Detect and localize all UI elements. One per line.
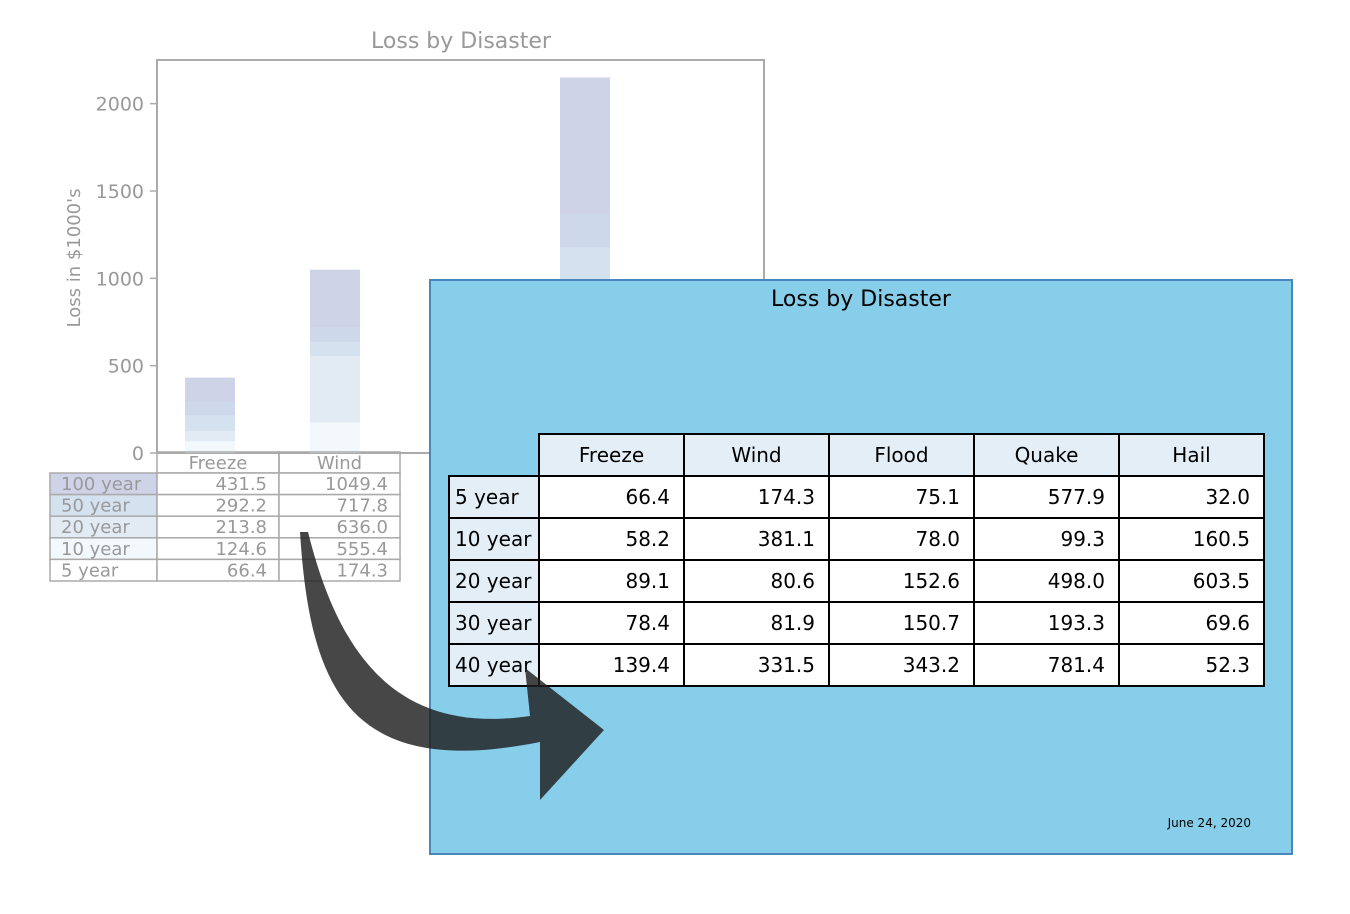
table-row: 5 year 66.4 174.3 75.1 577.9 32.0 bbox=[448, 475, 1265, 519]
bar-segment bbox=[185, 415, 235, 432]
y-tick-label: 1500 bbox=[96, 181, 144, 203]
table-cell: 174.3 bbox=[683, 475, 830, 519]
table-cell: 781.4 bbox=[973, 643, 1120, 687]
table-cell: 89.1 bbox=[538, 559, 685, 603]
table-cell: 577.9 bbox=[973, 475, 1120, 519]
bar-segment bbox=[310, 269, 360, 328]
table-cell: 498.0 bbox=[973, 559, 1120, 603]
table-cell: 66.4 bbox=[227, 560, 267, 581]
table-cell: 52.3 bbox=[1118, 643, 1265, 687]
row-label: 10 year bbox=[61, 539, 130, 560]
background-table: Freeze Wind 100 year 431.5 1049.4 50 year 292.… bbox=[49, 451, 401, 582]
table-cell: 555.4 bbox=[336, 539, 388, 560]
y-tick-label: 500 bbox=[108, 356, 144, 378]
bar-segment bbox=[310, 327, 360, 342]
row-header: 30 year bbox=[448, 601, 540, 645]
table-panel: Loss by Disaster Freeze Wind Flood Quake… bbox=[429, 279, 1293, 855]
table-cell: 150.7 bbox=[828, 601, 975, 645]
table-cell: 124.6 bbox=[215, 539, 267, 560]
table-cell: 75.1 bbox=[828, 475, 975, 519]
table-cell: 78.4 bbox=[538, 601, 685, 645]
table-cell: 292.2 bbox=[215, 496, 267, 517]
table-cell: 636.0 bbox=[336, 517, 388, 538]
column-header: Quake bbox=[973, 433, 1120, 477]
table-cell: 717.8 bbox=[336, 496, 388, 517]
column-header: Freeze bbox=[189, 453, 248, 474]
table-cell: 603.5 bbox=[1118, 559, 1265, 603]
table-row: 40 year 139.4 331.5 343.2 781.4 52.3 bbox=[448, 643, 1265, 687]
y-axis-ticks: 0 500 1000 1500 2000 bbox=[96, 94, 157, 465]
row-header: 20 year bbox=[448, 559, 540, 603]
table-cell: 78.0 bbox=[828, 517, 975, 561]
table-cell: 152.6 bbox=[828, 559, 975, 603]
column-header: Wind bbox=[317, 453, 362, 474]
table-cell: 32.0 bbox=[1118, 475, 1265, 519]
table-title: Loss by Disaster bbox=[771, 287, 951, 312]
column-header: Wind bbox=[683, 433, 830, 477]
y-axis-label: Loss in $1000's bbox=[64, 189, 85, 328]
row-label: 20 year bbox=[61, 517, 130, 538]
bar-segment bbox=[560, 213, 610, 248]
bar-segment bbox=[560, 77, 610, 214]
column-header: Freeze bbox=[538, 433, 685, 477]
date-label: June 24, 2020 bbox=[1167, 816, 1251, 830]
table-cell: 58.2 bbox=[538, 517, 685, 561]
bar-segment bbox=[310, 355, 360, 423]
row-header: 5 year bbox=[448, 475, 540, 519]
y-tick-label: 2000 bbox=[96, 94, 144, 116]
column-header: Hail bbox=[1118, 433, 1265, 477]
table-cell: 99.3 bbox=[973, 517, 1120, 561]
corner-cell bbox=[449, 434, 539, 476]
table-cell: 381.1 bbox=[683, 517, 830, 561]
row-label: 5 year bbox=[61, 560, 119, 581]
table-cell: 69.6 bbox=[1118, 601, 1265, 645]
row-label: 100 year bbox=[61, 474, 142, 495]
bar-segment bbox=[185, 431, 235, 442]
table-cell: 213.8 bbox=[215, 517, 267, 538]
table-cell: 139.4 bbox=[538, 643, 685, 687]
table-cell: 1049.4 bbox=[325, 474, 388, 495]
bar-segment bbox=[185, 441, 235, 453]
table-cell: 331.5 bbox=[683, 643, 830, 687]
table-cell: 81.9 bbox=[683, 601, 830, 645]
row-header: 40 year bbox=[448, 643, 540, 687]
row-header: 10 year bbox=[448, 517, 540, 561]
table-cell: 193.3 bbox=[973, 601, 1120, 645]
bar-segment bbox=[310, 341, 360, 356]
y-tick-label: 1000 bbox=[96, 268, 144, 290]
table-cell: 160.5 bbox=[1118, 517, 1265, 561]
data-table: Freeze Wind Flood Quake Hail 5 year 66.4… bbox=[448, 433, 1265, 687]
bar-segment bbox=[185, 401, 235, 416]
table-cell: 431.5 bbox=[215, 474, 267, 495]
table-cell: 174.3 bbox=[336, 560, 388, 581]
table-row: 30 year 78.4 81.9 150.7 193.3 69.6 bbox=[448, 601, 1265, 645]
table-cell: 343.2 bbox=[828, 643, 975, 687]
table-row: 10 year 58.2 381.1 78.0 99.3 160.5 bbox=[448, 517, 1265, 561]
table-cell: 66.4 bbox=[538, 475, 685, 519]
bar-segment bbox=[185, 377, 235, 402]
y-tick-label: 0 bbox=[132, 443, 144, 465]
header-row: Freeze Wind Flood Quake Hail bbox=[449, 433, 1265, 477]
table-row: 20 year 89.1 80.6 152.6 498.0 603.5 bbox=[448, 559, 1265, 603]
table-cell: 80.6 bbox=[683, 559, 830, 603]
background-chart-title: Loss by Disaster bbox=[371, 29, 552, 54]
column-header: Flood bbox=[828, 433, 975, 477]
row-label: 50 year bbox=[61, 496, 130, 517]
bar-segment bbox=[310, 422, 360, 453]
